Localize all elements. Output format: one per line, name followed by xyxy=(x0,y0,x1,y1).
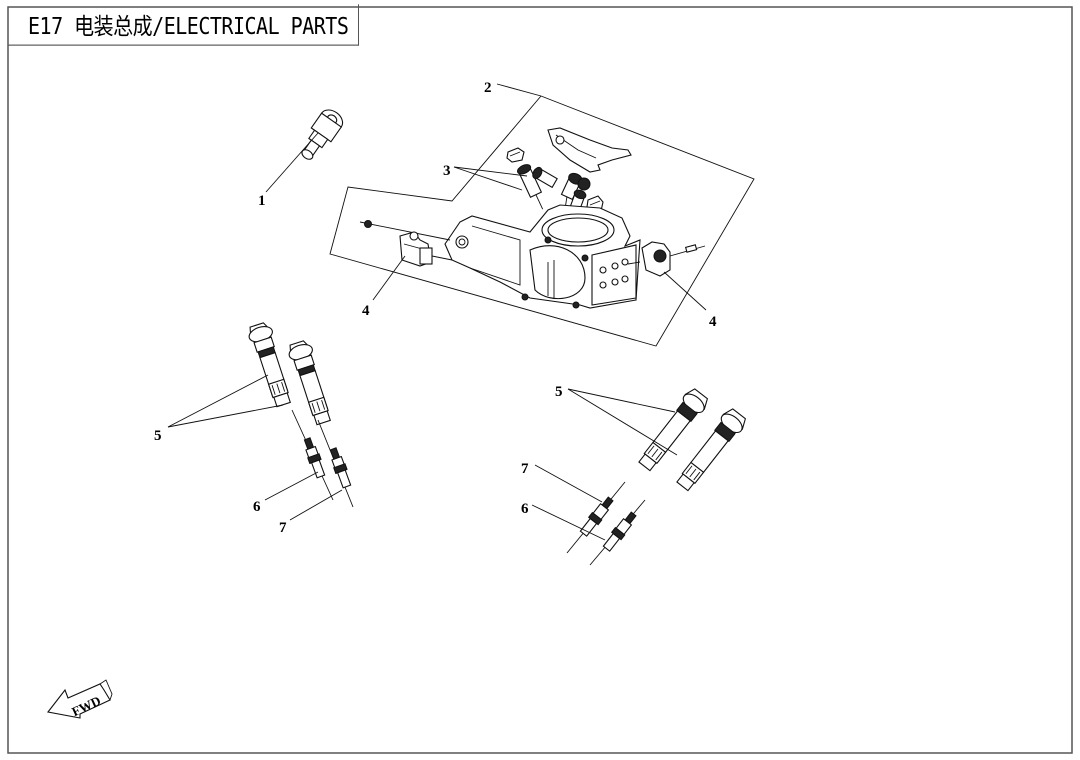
part-5-ignition-coils-left[interactable] xyxy=(167,321,335,428)
assembly-2-bracket xyxy=(329,83,755,347)
part-7-spark-plug-right[interactable] xyxy=(534,464,626,554)
leader-line xyxy=(167,404,284,428)
fwd-arrow-icon: FWD xyxy=(47,679,113,719)
leader-line xyxy=(264,471,319,501)
leader-line xyxy=(167,374,269,428)
part-6-spark-plug-right[interactable] xyxy=(531,499,646,566)
drawing-border xyxy=(7,6,1073,754)
leader-line xyxy=(453,166,528,177)
part-5-ignition-coils-right[interactable] xyxy=(567,386,749,493)
leader-line xyxy=(531,504,606,541)
leader-line xyxy=(453,166,523,191)
diagram-title: E17 电装总成/ELECTRICAL PARTS xyxy=(8,4,359,46)
callout-7-left: 7 xyxy=(279,520,287,536)
injector-clip[interactable] xyxy=(506,147,525,163)
callout-3: 3 xyxy=(443,163,451,179)
callout-5-left: 5 xyxy=(154,428,162,444)
part-1-sensor[interactable] xyxy=(265,106,346,193)
leader-line xyxy=(289,489,343,521)
part-7-spark-plug-left[interactable] xyxy=(289,419,354,521)
callout-4-right: 4 xyxy=(709,314,717,330)
callout-6-right: 6 xyxy=(521,501,529,517)
callout-6-left: 6 xyxy=(253,499,261,515)
fuel-rail[interactable] xyxy=(547,127,632,173)
throttle-body[interactable] xyxy=(444,204,641,309)
callout-1: 1 xyxy=(258,193,266,209)
leader-line xyxy=(372,255,406,301)
callout-5-right: 5 xyxy=(555,384,563,400)
leader-line xyxy=(265,132,319,193)
leader-line xyxy=(567,388,676,413)
part-4-sensor-left[interactable] xyxy=(359,220,453,301)
part-4-sensor-right[interactable] xyxy=(627,241,707,311)
callout-7-right: 7 xyxy=(521,461,529,477)
leader-line xyxy=(663,271,707,311)
part-3-injectors[interactable] xyxy=(453,163,592,219)
part-6-spark-plug-left[interactable] xyxy=(264,409,334,501)
leader-line xyxy=(534,464,603,503)
leader-line xyxy=(567,388,678,456)
callout-4-left: 4 xyxy=(362,303,370,319)
callout-2: 2 xyxy=(484,80,492,96)
